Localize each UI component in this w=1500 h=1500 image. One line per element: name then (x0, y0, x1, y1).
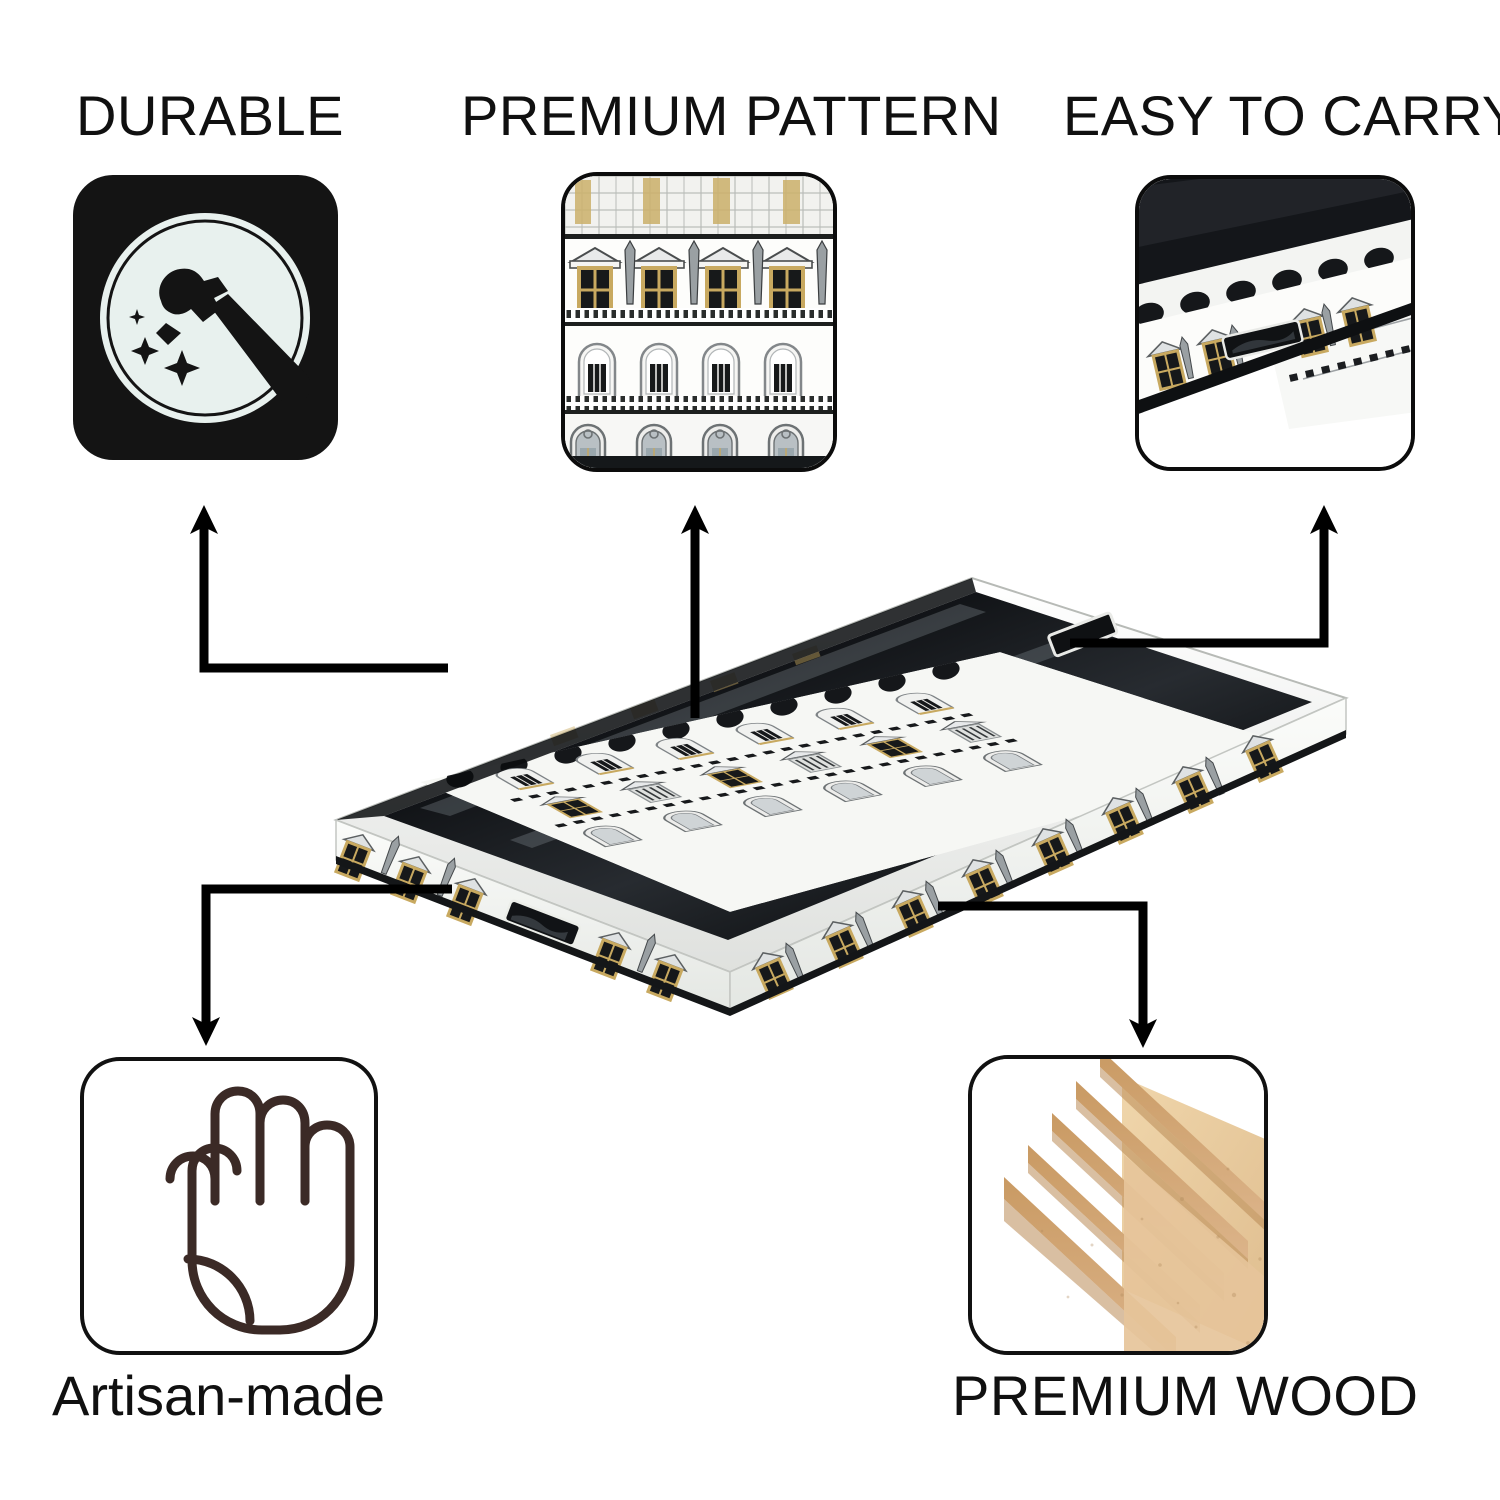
product-image-tray (300, 520, 1380, 1040)
feature-label-premium-wood: PREMIUM WOOD (952, 1364, 1419, 1427)
hand-icon (165, 1086, 355, 1335)
tray-illustration (333, 576, 1349, 1016)
arrowhead-durable (190, 505, 218, 534)
tray-handle-photo (1139, 179, 1411, 467)
facade-pattern-photo (565, 176, 833, 468)
feature-tile-durable (73, 175, 338, 460)
feature-label-artisan-made: Artisan-made (52, 1364, 386, 1427)
feature-tile-premium-wood (968, 1055, 1268, 1355)
arrowhead-artisan-made (192, 1017, 220, 1046)
mdf-board-stack-photo (972, 1059, 1264, 1351)
feature-label-premium-pattern: PREMIUM PATTERN (461, 84, 1002, 147)
tray-handle-left (503, 899, 582, 947)
feature-tile-easy-to-carry (1135, 175, 1415, 471)
feature-label-durable: DURABLE (76, 84, 345, 147)
feature-label-easy-to-carry: EASY TO CARRY (1063, 84, 1500, 147)
feature-tile-premium-pattern (561, 172, 837, 472)
feature-tile-artisan-made (80, 1057, 378, 1355)
hammer-icon (100, 213, 311, 423)
